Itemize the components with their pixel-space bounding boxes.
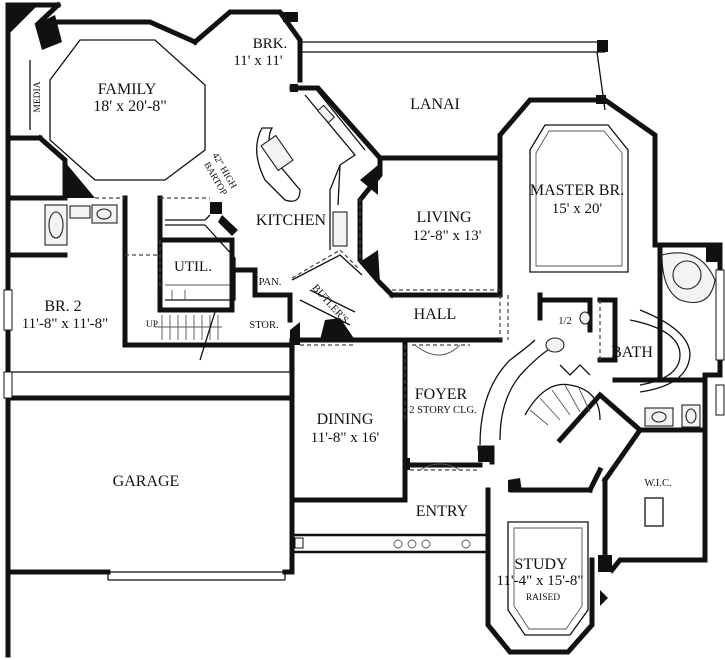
br2-dims: 11'-8" x 11'-8"	[22, 316, 109, 332]
living-label: LIVING	[416, 209, 472, 226]
study-note: RAISED	[526, 593, 560, 603]
stair-up-label: UP	[146, 320, 158, 330]
hall-label: HALL	[414, 306, 457, 323]
kitchen-label: KITCHEN	[256, 212, 327, 229]
detail-lines	[29, 39, 716, 636]
study-label: STUDY	[514, 556, 568, 573]
util-label: UTIL.	[174, 259, 212, 275]
garage-label: GARAGE	[113, 473, 180, 490]
bath-label: BATH	[611, 344, 653, 361]
study-dims: 11'-4" x 15'-8"	[496, 573, 583, 589]
pantry-label: PAN.	[259, 277, 282, 288]
foyer-label: FOYER	[415, 386, 468, 403]
openings	[95, 197, 601, 471]
master-dims: 15' x 20'	[552, 201, 603, 217]
family-dims: 18' x 20'-8"	[93, 98, 167, 115]
structural-columns	[8, 5, 718, 606]
dining-dims: 11'-8" x 16'	[311, 430, 380, 446]
entry-label: ENTRY	[416, 503, 469, 520]
walls	[5, 1, 723, 658]
master-label: MASTER BR.	[530, 182, 624, 199]
storage-label: STOR.	[249, 320, 278, 331]
half-bath-label: 1/2	[558, 316, 571, 327]
windows	[3, 269, 725, 416]
media-label: MEDIA	[33, 81, 43, 112]
brk-dims: 11' x 11'	[233, 53, 283, 69]
lanai-label: LANAI	[410, 96, 460, 113]
brk-label: BRK.	[253, 36, 288, 52]
br2-label: BR. 2	[44, 298, 81, 315]
foyer-note: 2 STORY CLG.	[409, 405, 476, 416]
wic-label: W.I.C.	[644, 478, 671, 489]
living-dims: 12'-8" x 13'	[412, 228, 481, 244]
stair-up	[155, 311, 222, 361]
family-label: FAMILY	[98, 81, 157, 98]
curved-stair	[479, 339, 601, 446]
dining-label: DINING	[317, 411, 374, 428]
